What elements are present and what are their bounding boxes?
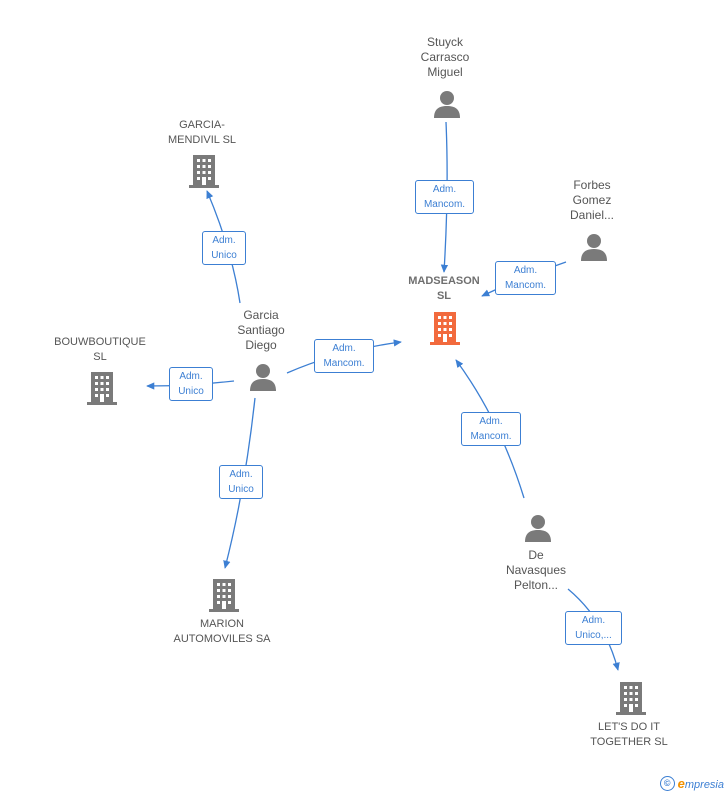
label-line: Gomez: [572, 193, 612, 207]
brand-footer[interactable]: © empresia: [659, 776, 724, 791]
label-line: MADSEASON: [408, 275, 480, 287]
node-label-madseason[interactable]: MADSEASON SL: [385, 274, 503, 304]
brand-name: mpresia: [684, 779, 724, 791]
node-label-garcia-santiago[interactable]: Garcia Santiago Diego: [215, 308, 307, 353]
role-line: Adm.: [332, 343, 356, 354]
label-line: Diego: [245, 338, 277, 352]
label-line: SL: [436, 290, 452, 302]
label-line: Santiago: [237, 323, 285, 337]
edge-label-de-navasques-lets-do-it[interactable]: Adm. Unico,...: [565, 611, 622, 645]
building-icon[interactable]: [208, 578, 240, 612]
copyright-icon: ©: [659, 776, 675, 791]
role-line: Mancom.: [323, 358, 365, 369]
label-line: Daniel...: [569, 208, 615, 222]
role-line: Unico: [211, 250, 237, 261]
label-line: De: [528, 548, 544, 562]
label-line: TOGETHER SL: [590, 736, 668, 748]
edge-label-forbes-madseason[interactable]: Adm. Mancom.: [495, 261, 556, 295]
building-icon[interactable]: [615, 681, 647, 715]
label-line: Pelton...: [513, 578, 559, 592]
edge-label-garcia-santiago-madseason[interactable]: Adm. Mancom.: [314, 339, 374, 373]
node-label-de-navasques[interactable]: De Navasques Pelton...: [488, 548, 584, 593]
role-line: Adm.: [581, 615, 606, 626]
node-label-marion[interactable]: MARION AUTOMOVILES SA: [162, 617, 282, 647]
brand-initial: e: [677, 776, 685, 791]
label-line: MARION: [200, 618, 244, 630]
building-icon[interactable]: [86, 371, 118, 405]
role-line: Unico,...: [575, 630, 612, 641]
person-icon[interactable]: [580, 233, 608, 261]
label-line: MENDIVIL SL: [167, 134, 237, 146]
building-icon[interactable]: [188, 154, 220, 188]
label-line: Navasques: [505, 563, 567, 577]
role-line: Adm.: [432, 184, 457, 195]
role-line: Mancom.: [470, 431, 512, 442]
person-icon[interactable]: [433, 90, 461, 118]
label-line: Stuyck: [426, 35, 463, 49]
label-line: SL: [93, 351, 107, 363]
label-line: AUTOMOVILES SA: [173, 633, 271, 645]
edge-label-garcia-santiago-garcia-mendivil[interactable]: Adm. Unico: [202, 231, 246, 265]
label-line: Garcia: [243, 308, 279, 322]
edge-label-garcia-santiago-bouwboutique[interactable]: Adm. Unico: [169, 367, 213, 401]
edge-label-stuyck-madseason[interactable]: Adm. Mancom.: [415, 180, 474, 214]
role-line: Mancom.: [504, 280, 547, 291]
building-icon[interactable]: [429, 311, 461, 345]
node-label-stuyck[interactable]: Stuyck Carrasco Miguel: [395, 35, 495, 80]
label-line: Forbes: [573, 178, 611, 192]
role-line: Adm.: [513, 265, 538, 276]
role-line: Mancom.: [423, 199, 466, 210]
role-line: Adm.: [229, 469, 253, 480]
role-line: Adm.: [179, 371, 203, 382]
role-line: Adm.: [479, 416, 503, 427]
role-line: Unico: [178, 386, 204, 397]
node-label-bouwboutique[interactable]: BOUWBOUTIQUE SL: [40, 335, 160, 365]
role-line: Adm.: [212, 235, 236, 246]
label-line: GARCIA-: [179, 119, 225, 131]
label-line: LET'S DO IT: [598, 721, 660, 733]
node-label-forbes[interactable]: Forbes Gomez Daniel...: [545, 178, 639, 223]
label-line: BOUWBOUTIQUE: [54, 336, 146, 348]
person-icon[interactable]: [524, 514, 552, 542]
label-line: Miguel: [427, 65, 463, 79]
edge-label-de-navasques-madseason[interactable]: Adm. Mancom.: [461, 412, 521, 446]
node-label-garcia-mendivil[interactable]: GARCIA- MENDIVIL SL: [150, 118, 254, 148]
label-line: Carrasco: [420, 50, 470, 64]
node-label-lets-do-it[interactable]: LET'S DO IT TOGETHER SL: [570, 720, 688, 750]
edge-label-garcia-santiago-marion[interactable]: Adm. Unico: [219, 465, 263, 499]
person-icon[interactable]: [249, 363, 277, 391]
brand-logo: empresia: [678, 776, 724, 791]
role-line: Unico: [228, 484, 254, 495]
